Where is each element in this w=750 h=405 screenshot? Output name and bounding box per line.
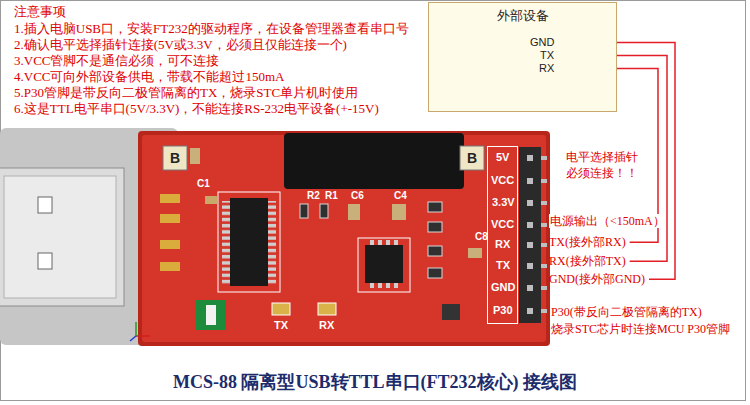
pin-label: 3.3V xyxy=(492,196,515,209)
pin-label: VCC xyxy=(491,174,514,187)
pin-header xyxy=(519,147,541,323)
led-label: RX xyxy=(319,319,334,332)
header-pin xyxy=(527,242,533,248)
pcb-edge xyxy=(138,131,550,346)
part-label: C8 xyxy=(475,231,488,243)
relay-body xyxy=(284,133,464,189)
pin-label: VCC xyxy=(491,218,514,231)
header-pin xyxy=(527,263,533,269)
component-marking: B xyxy=(467,150,477,167)
pin-label: GND xyxy=(491,281,515,294)
usb-pad xyxy=(160,194,180,203)
resistor xyxy=(428,268,442,278)
led-label: TX xyxy=(274,319,288,332)
header-pin xyxy=(541,243,547,247)
capacitor xyxy=(205,196,217,204)
axis-mark xyxy=(130,336,136,341)
usb-hole xyxy=(38,197,52,213)
fuse-band xyxy=(206,305,216,325)
usb-plug xyxy=(0,168,124,306)
axis-mark xyxy=(136,335,150,337)
header-pin xyxy=(541,264,547,268)
pin-label: RX xyxy=(495,238,510,251)
note-text: 1.插入电脑USB口，安装FT232的驱动程序，在设备管理器查看串口号 xyxy=(14,21,409,37)
device-pin: RX xyxy=(539,62,554,75)
fuse xyxy=(196,300,226,330)
resistor xyxy=(320,204,328,218)
annotation-text: RX(接外部TX) xyxy=(549,254,626,268)
resistor xyxy=(300,204,308,218)
annotation-text: P30(带反向二极管隔离的TX) xyxy=(551,305,702,319)
header-pin xyxy=(541,309,547,313)
header-pin xyxy=(541,223,547,227)
silkscreen-outline xyxy=(358,238,410,292)
header-pin xyxy=(541,201,547,205)
header-pin xyxy=(541,286,547,290)
part-label: C1 xyxy=(197,178,210,190)
silkscreen-outline xyxy=(218,192,280,292)
part-label: C4 xyxy=(394,190,407,202)
usb-pad xyxy=(160,240,180,249)
part-label: C6 xyxy=(351,190,364,202)
chip-pins xyxy=(268,201,276,285)
annotation-text: 电源输出（<150mA） xyxy=(549,214,666,228)
usb-pad xyxy=(160,214,180,223)
usb-pad xyxy=(160,262,180,271)
device-heading: 外部设备 xyxy=(497,8,549,24)
chip-pins xyxy=(222,201,230,285)
component-block xyxy=(163,146,187,170)
component-marking: B xyxy=(170,150,180,167)
header-outline xyxy=(488,147,518,324)
header-pin xyxy=(541,179,547,183)
pin-label: TX xyxy=(496,259,510,272)
title-text: MCS-88 隔离型USB转TTL串口(FT232核心) 接线图 xyxy=(173,372,577,394)
note-text: 3.VCC管脚不是通信必须，可不连接 xyxy=(14,53,219,69)
component-block xyxy=(460,146,484,170)
resistor xyxy=(428,202,442,212)
usb-hole xyxy=(38,253,52,269)
header-pin xyxy=(527,285,533,291)
annotation-text: GND(接外部GND) xyxy=(549,272,645,286)
resistor xyxy=(428,246,442,256)
capacitor xyxy=(190,148,200,164)
header-pin xyxy=(541,156,547,160)
annotation-text: 电平选择插针 必须连接！！ xyxy=(566,150,652,181)
header-pin xyxy=(527,178,533,184)
note-text: 4.VCC可向外部设备供电，带载不能超过150mA xyxy=(14,69,284,85)
isolator-chip xyxy=(365,245,403,283)
usb-plug-shell xyxy=(4,176,116,298)
device-pin: TX xyxy=(540,49,554,62)
resistor xyxy=(428,222,442,232)
header-pin xyxy=(527,308,533,314)
header-pin xyxy=(527,155,533,161)
capacitor xyxy=(468,248,482,258)
capacitor xyxy=(348,204,360,220)
pin-label: P30 xyxy=(493,304,513,317)
part-label: R1 xyxy=(325,190,338,202)
note-text: 注意事项 xyxy=(14,4,66,20)
device-pin: GND xyxy=(530,36,554,49)
note-text: 5.P30管脚是带反向二极管隔离的TX，烧录STC单片机时使用 xyxy=(14,85,358,101)
pin-label: 5V xyxy=(496,151,509,164)
led xyxy=(318,303,336,315)
ft232-chip xyxy=(230,198,268,286)
axis-mark xyxy=(135,322,137,336)
capacitor xyxy=(392,204,406,220)
annotation-text: 烧录STC芯片时连接MCU P30管脚 xyxy=(551,322,730,336)
note-text: 2.确认电平选择插针连接(5V或3.3V，必须且仅能连接一个) xyxy=(14,37,347,53)
annotation-text: TX(接外部RX) xyxy=(549,235,626,249)
header-pin xyxy=(527,200,533,206)
device-box: 外部设备 GNDTXRX xyxy=(428,2,617,112)
header-pin xyxy=(527,222,533,228)
note-text: 6.这是TTL电平串口(5V/3.3V)，不能连接RS-232电平设备(+-15… xyxy=(14,101,379,117)
part-label: R2 xyxy=(307,190,320,202)
diode xyxy=(442,304,460,320)
led xyxy=(272,303,290,315)
